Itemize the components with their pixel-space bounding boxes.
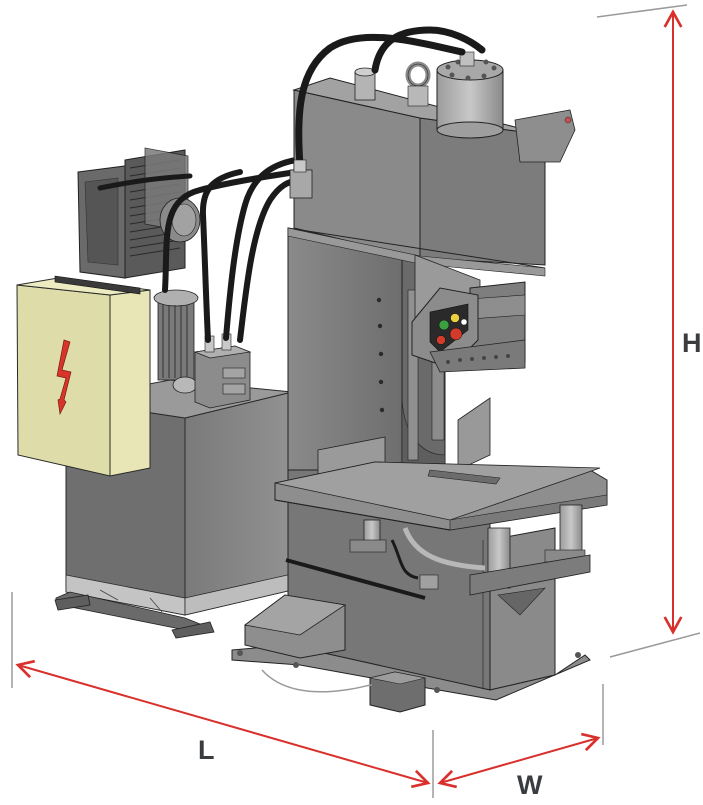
dimension-annotations xyxy=(11,4,701,798)
hydraulic-cylinder xyxy=(436,51,504,139)
hydraulic-power-unit xyxy=(54,147,301,639)
electrical-cabinet xyxy=(16,275,151,477)
length-dimension-arrow xyxy=(15,659,431,789)
hydraulic-hoses xyxy=(97,157,301,343)
foot-pedal xyxy=(261,669,426,713)
height-label: H xyxy=(682,328,702,358)
width-label: W xyxy=(517,770,543,800)
valve-block xyxy=(193,333,252,409)
width-dimension-arrow xyxy=(437,732,601,789)
length-label: L xyxy=(198,735,215,765)
pedal-guard xyxy=(244,594,347,659)
control-panel xyxy=(411,254,526,373)
high-voltage-icon xyxy=(56,339,72,416)
oil-cooler xyxy=(77,147,201,279)
press-frame xyxy=(287,26,576,471)
